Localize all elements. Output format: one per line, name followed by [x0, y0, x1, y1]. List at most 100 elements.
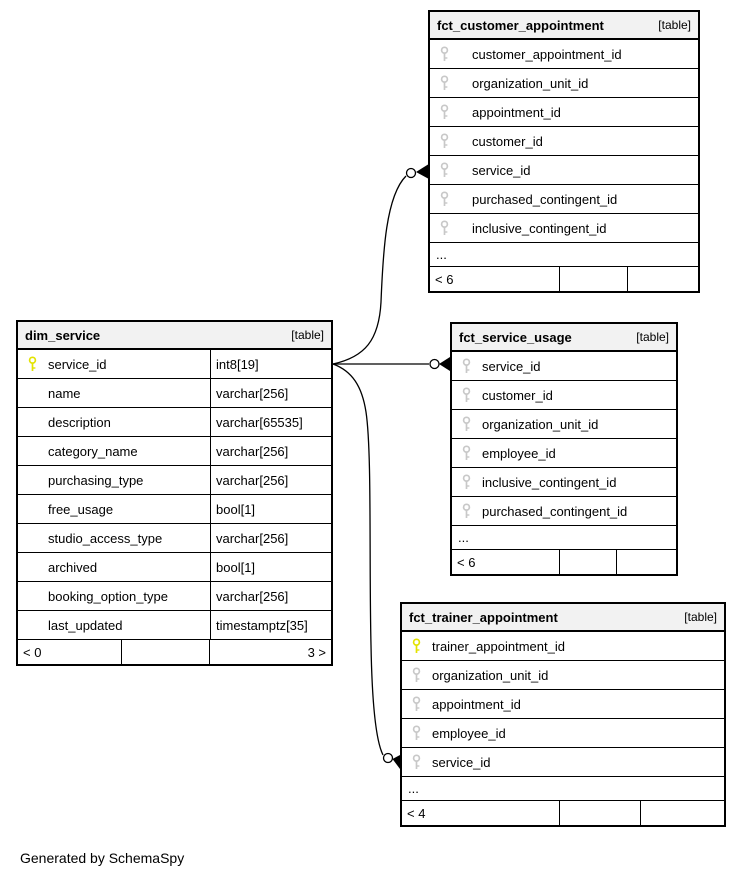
table-row: service_id: [430, 156, 698, 185]
foreign-key-icon: [461, 503, 482, 519]
column-name: last_updated: [48, 617, 123, 633]
column-type: varchar[256]: [210, 437, 331, 465]
foreign-key-icon: [439, 220, 472, 236]
table-row: description varchar[65535]: [18, 408, 331, 437]
table-header-fct-trainer-appointment[interactable]: fct_trainer_appointment [table]: [402, 604, 724, 632]
foreign-key-icon: [411, 667, 432, 683]
foreign-key-icon: [439, 133, 472, 149]
column-type: varchar[65535]: [210, 408, 331, 436]
table-row: organization_unit_id: [430, 69, 698, 98]
footer-parents-count: 3 >: [307, 644, 326, 660]
table-header-fct-customer-appointment[interactable]: fct_customer_appointment [table]: [430, 12, 698, 40]
column-name: inclusive_contingent_id: [472, 220, 607, 236]
column-name: customer_appointment_id: [472, 46, 622, 62]
table-row: service_id: [402, 748, 724, 777]
table-row: service_id int8[19]: [18, 350, 331, 379]
column-name: studio_access_type: [48, 530, 163, 546]
table-footer: < 6: [430, 267, 698, 291]
column-type: varchar[256]: [210, 466, 331, 494]
column-type: varchar[256]: [210, 524, 331, 552]
table-row: name varchar[256]: [18, 379, 331, 408]
column-name: description: [48, 414, 111, 430]
footer-children-count: < 4: [402, 801, 560, 825]
relationship-line-customer-appointment: [332, 175, 407, 365]
table-row: organization_unit_id: [452, 410, 676, 439]
column-type: bool[1]: [210, 495, 331, 523]
footer-parents-count: [641, 801, 724, 825]
footer-cell: [122, 640, 210, 664]
no-key-icon: [27, 559, 48, 575]
table-footer: < 6: [452, 550, 676, 574]
foreign-key-icon: [461, 358, 482, 374]
column-name: appointment_id: [472, 104, 561, 120]
column-name: category_name: [48, 443, 138, 459]
table-type-label: [table]: [658, 18, 691, 32]
table-row: organization_unit_id: [402, 661, 724, 690]
column-name: purchased_contingent_id: [482, 503, 628, 519]
table-row: customer_id: [452, 381, 676, 410]
column-name: purchasing_type: [48, 472, 144, 488]
column-name: service_id: [48, 356, 107, 372]
column-name: appointment_id: [432, 696, 521, 712]
table-row: customer_appointment_id: [430, 40, 698, 69]
column-name: archived: [48, 559, 98, 575]
column-name: service_id: [432, 754, 491, 770]
more-columns-indicator: ...: [430, 243, 698, 267]
table-row: service_id: [452, 352, 676, 381]
column-type: int8[19]: [210, 350, 331, 378]
column-name: trainer_appointment_id: [432, 638, 565, 654]
foreign-key-icon: [461, 474, 482, 490]
footer-children-count: < 6: [430, 267, 560, 291]
column-type: varchar[256]: [210, 379, 331, 407]
table-header-dim-service[interactable]: dim_service [table]: [18, 322, 331, 350]
column-type: bool[1]: [210, 553, 331, 581]
column-name: organization_unit_id: [472, 75, 589, 91]
footer-cell: [560, 801, 641, 825]
footer-children-count: < 0: [18, 640, 122, 664]
no-key-icon: [27, 472, 48, 488]
no-key-icon: [27, 588, 48, 604]
foreign-key-icon: [439, 104, 472, 120]
cardinality-marker-trainer: [382, 752, 400, 769]
relationship-line-trainer-appointment: [332, 363, 384, 756]
footer-parents-count: [617, 550, 676, 574]
column-name: service_id: [472, 162, 531, 178]
foreign-key-icon: [461, 416, 482, 432]
table-row: trainer_appointment_id: [402, 632, 724, 661]
column-name: customer_id: [472, 133, 543, 149]
table-footer: < 4: [402, 801, 724, 825]
column-type: timestamptz[35]: [210, 611, 331, 639]
column-name: inclusive_contingent_id: [482, 474, 617, 490]
footer-cell: [560, 550, 617, 574]
table-row: free_usage bool[1]: [18, 495, 331, 524]
column-name: booking_option_type: [48, 588, 168, 604]
table-row: inclusive_contingent_id: [430, 214, 698, 243]
no-key-icon: [27, 385, 48, 401]
more-columns-indicator: ...: [452, 526, 676, 550]
cardinality-marker-service-usage: [429, 357, 450, 371]
column-name: purchased_contingent_id: [472, 191, 618, 207]
table-type-label: [table]: [291, 328, 324, 342]
foreign-key-icon: [439, 75, 472, 91]
table-title: fct_service_usage: [459, 329, 572, 345]
table-header-fct-service-usage[interactable]: fct_service_usage [table]: [452, 324, 676, 352]
table-title: fct_customer_appointment: [437, 17, 604, 33]
column-name: service_id: [482, 358, 541, 374]
column-name: employee_id: [432, 725, 506, 741]
cardinality-marker-customer: [405, 164, 428, 179]
column-name: employee_id: [482, 445, 556, 461]
table-row: purchased_contingent_id: [452, 497, 676, 526]
footer-cell: [560, 267, 628, 291]
no-key-icon: [27, 414, 48, 430]
column-name: free_usage: [48, 501, 114, 517]
foreign-key-icon: [439, 46, 472, 62]
table-node-fct-service-usage: fct_service_usage [table] service_id cus…: [450, 322, 678, 576]
column-name: organization_unit_id: [432, 667, 549, 683]
table-row: appointment_id: [430, 98, 698, 127]
table-row: employee_id: [452, 439, 676, 468]
table-title: dim_service: [25, 327, 101, 343]
table-title: fct_trainer_appointment: [409, 609, 558, 625]
table-row: employee_id: [402, 719, 724, 748]
table-row: last_updated timestamptz[35]: [18, 611, 331, 640]
